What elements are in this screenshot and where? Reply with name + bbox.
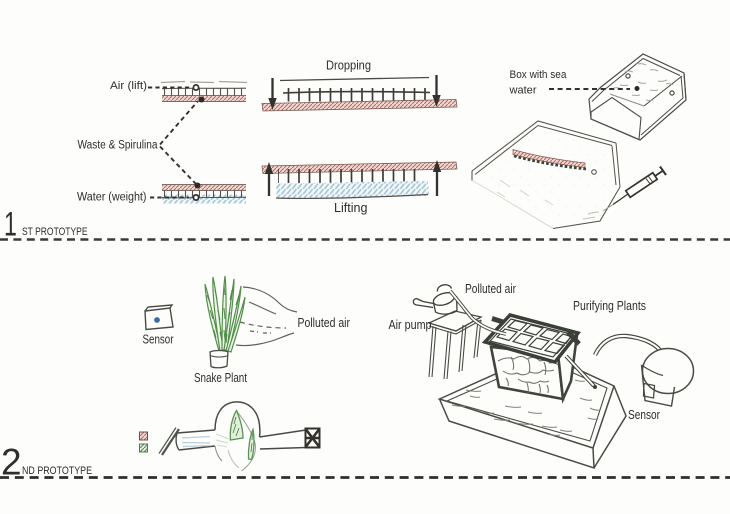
svg-text:Dropping: Dropping xyxy=(326,58,371,72)
svg-text:Air (lift): Air (lift) xyxy=(110,80,147,92)
svg-text:Sensor: Sensor xyxy=(628,408,660,422)
svg-text:Polluted air: Polluted air xyxy=(298,316,351,330)
svg-text:Air pump: Air pump xyxy=(389,318,432,332)
svg-text:ST PROTOTYPE: ST PROTOTYPE xyxy=(22,226,88,238)
svg-text:Polluted air: Polluted air xyxy=(465,282,516,296)
svg-text:water: water xyxy=(509,85,537,97)
svg-text:1: 1 xyxy=(4,206,17,243)
svg-text:Waste & Spirulina: Waste & Spirulina xyxy=(78,140,159,152)
svg-text:Box with sea: Box with sea xyxy=(510,69,568,81)
svg-text:Lifting: Lifting xyxy=(334,201,368,215)
svg-text:Sensor: Sensor xyxy=(143,333,174,347)
svg-text:Purifying Plants: Purifying Plants xyxy=(573,299,646,313)
svg-text:ND PROTOTYPE: ND PROTOTYPE xyxy=(22,465,92,477)
svg-text:2: 2 xyxy=(1,441,22,482)
svg-text:Snake Plant: Snake Plant xyxy=(194,371,247,385)
svg-text:Water (weight): Water (weight) xyxy=(77,192,147,204)
